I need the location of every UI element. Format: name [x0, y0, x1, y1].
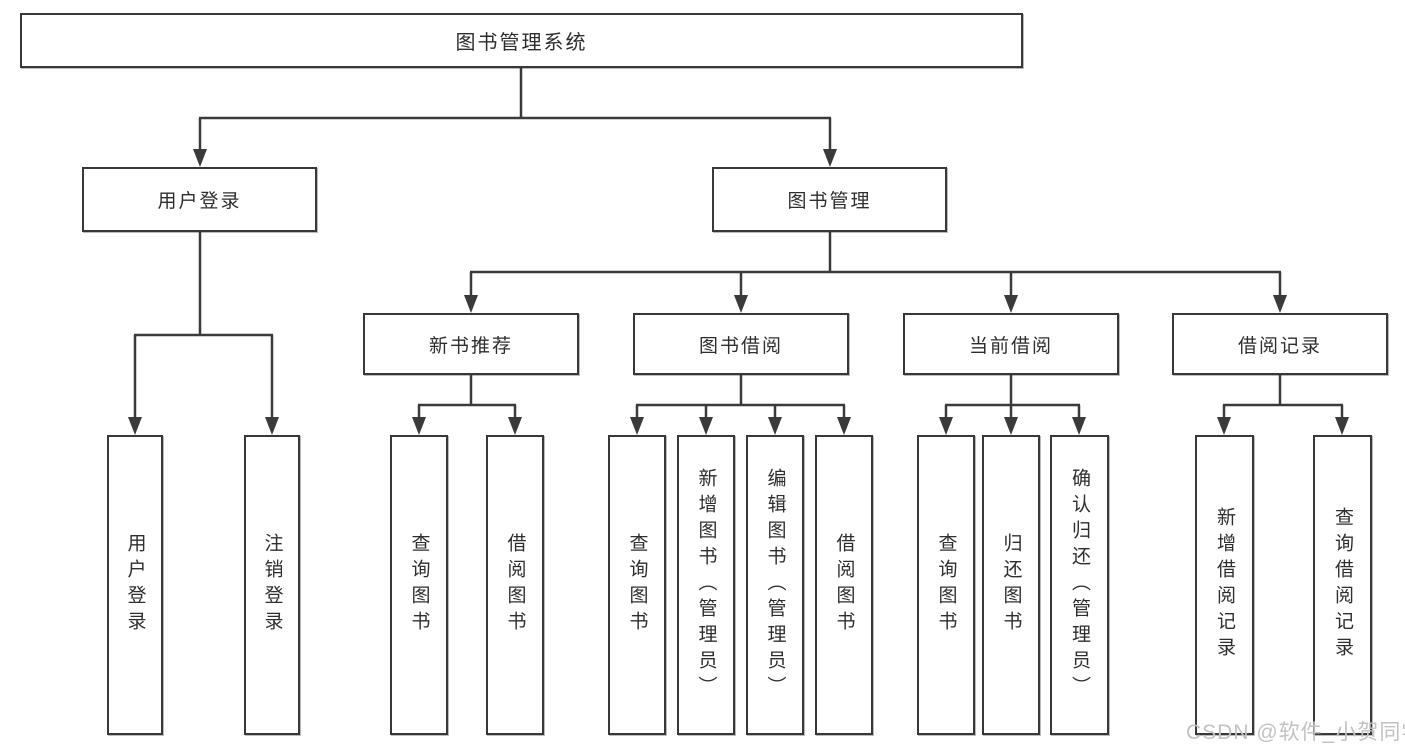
node-book-borrowing: 图书借阅	[633, 313, 849, 375]
leaf-query-books-current: 查询图书	[917, 435, 975, 735]
leaf-return-books: 归还图书	[982, 435, 1040, 735]
csdn-watermark: CSDN @软件_小贺同学	[1186, 721, 1405, 744]
leaf-add-borrow-record: 新增借阅记录	[1195, 435, 1254, 735]
leaf-query-books-borrowing: 查询图书	[608, 435, 666, 735]
leaf-logout: 注销登录	[244, 435, 300, 735]
node-book-management: 图书管理	[712, 167, 947, 232]
node-user-login: 用户登录	[82, 167, 317, 232]
leaf-borrow-books-recommend: 借阅图书	[486, 435, 544, 735]
node-new-book-recommendation: 新书推荐	[363, 313, 579, 375]
leaf-confirm-return-admin: 确认归还（管理员）	[1050, 435, 1109, 735]
node-root: 图书管理系统	[20, 13, 1023, 68]
leaf-borrow-books: 借阅图书	[815, 435, 873, 735]
leaf-query-books-recommend: 查询图书	[390, 435, 448, 735]
leaf-query-borrow-record: 查询借阅记录	[1313, 435, 1372, 735]
node-current-borrowing: 当前借阅	[903, 313, 1119, 375]
leaf-user-login: 用户登录	[107, 435, 163, 735]
leaf-add-book-admin: 新增图书（管理员）	[677, 435, 735, 735]
leaf-edit-book-admin: 编辑图书（管理员）	[746, 435, 804, 735]
node-borrowing-records: 借阅记录	[1172, 313, 1388, 375]
